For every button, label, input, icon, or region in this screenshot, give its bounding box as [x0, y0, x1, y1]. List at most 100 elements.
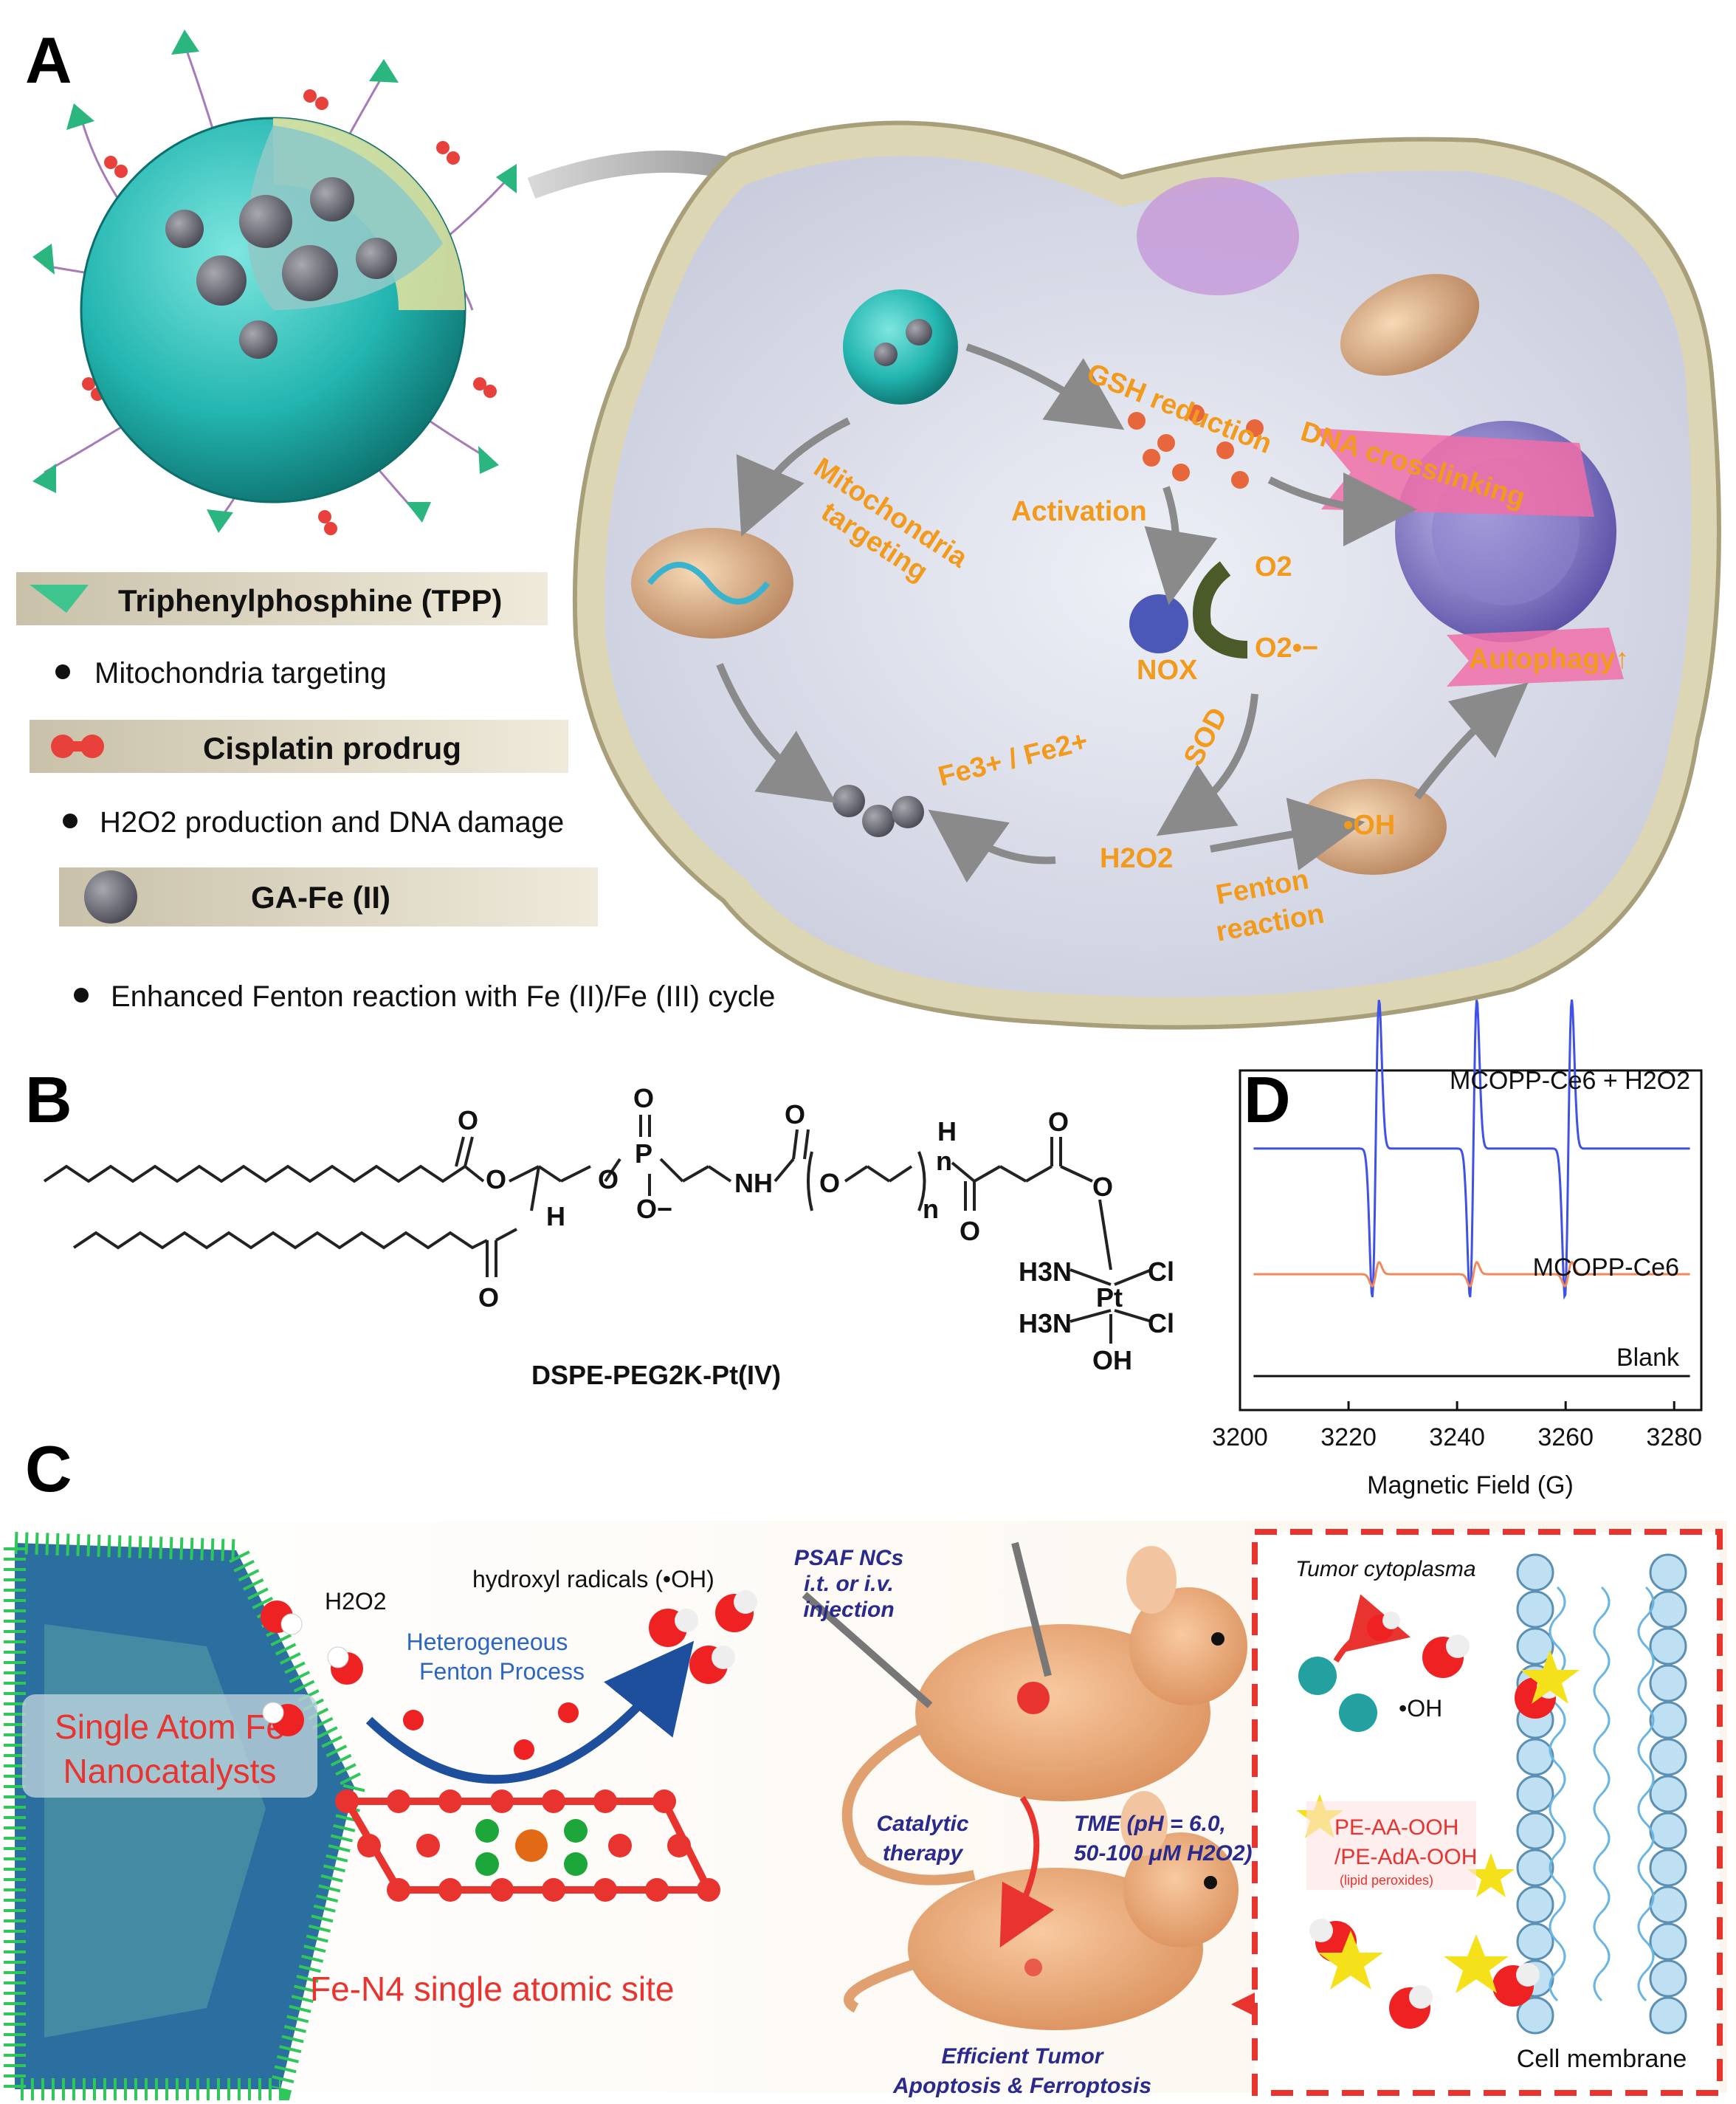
x-tick-label-4: 3280 [1646, 1423, 1702, 1451]
nanoparticle-icon [32, 30, 517, 535]
fe-n4-lattice-icon [335, 1790, 720, 1902]
h2o2-molecules-icon [261, 1601, 363, 1736]
svg-text:O: O [598, 1164, 619, 1194]
process-label-2: Fenton Process [419, 1658, 585, 1685]
mitochondria-icon [1340, 274, 1480, 376]
lipid-label-3: (lipid peroxides) [1340, 1873, 1433, 1888]
panel-letter-b: B [25, 1063, 72, 1136]
label-o2-radical: O2•− [1255, 633, 1318, 664]
mouse-injection-icon [802, 1541, 1247, 1885]
legend-bullet-tpp: Mitochondria targeting [94, 657, 387, 690]
cell-diagram: GSH reduction DNA crosslinking Mitochond… [572, 120, 1721, 1030]
svg-text:O: O [478, 1282, 499, 1313]
tumor-cytoplasm-label: Tumor cytoplasma [1295, 1557, 1476, 1581]
x-tick-label-1: 3220 [1320, 1423, 1377, 1451]
tumor-cytoplasm-box [1252, 1529, 1723, 2096]
catalyst-label-bg [22, 1694, 317, 1798]
svg-text:P: P [635, 1138, 652, 1169]
svg-text:O−: O− [636, 1194, 672, 1224]
legend-bullet-cisplatin: H2O2 production and DNA damage [100, 806, 564, 839]
autophagy-burst-icon [1447, 628, 1624, 687]
injection-label-3: injection [803, 1598, 894, 1622]
svg-text:H: H [937, 1116, 957, 1146]
h2o2-label: H2O2 [325, 1588, 387, 1615]
cisplatin-release-icon [1128, 405, 1264, 489]
label-o2: O2 [1255, 551, 1292, 582]
legend-bullet-gafe: Enhanced Fenton reaction with Fe (II)/Fe… [111, 980, 775, 1013]
hydroxyl-label: hydroxyl radicals (•OH) [472, 1566, 714, 1592]
injection-label-2: i.t. or i.v. [804, 1572, 894, 1596]
svg-text:NH: NH [734, 1168, 773, 1198]
series-line-1 [1253, 1260, 1690, 1288]
legend-a: Triphenylphosphine (TPP) Mitochondria ta… [16, 572, 775, 1013]
catalytic-label-1: Catalytic [876, 1812, 968, 1836]
svg-text:O: O [486, 1164, 506, 1194]
series-line-0 [1253, 999, 1690, 1300]
cisplatin-icon [51, 735, 104, 758]
catalyst-label-1: Single Atom Fe [55, 1708, 285, 1746]
svg-text:O: O [1048, 1107, 1069, 1137]
svg-text:n: n [923, 1194, 939, 1224]
panel-letter-d: D [1244, 1063, 1291, 1136]
oh-radicals-icon [403, 1590, 757, 1760]
svg-text:Pt: Pt [1096, 1282, 1123, 1313]
catalytic-label-2: therapy [883, 1841, 964, 1866]
svg-text:O: O [633, 1083, 654, 1113]
outcome-label-1: Efficient Tumor [942, 2044, 1105, 2069]
x-axis-label: Magnetic Field (G) [1367, 1471, 1574, 1499]
injection-label-1: PSAF NCs [794, 1546, 903, 1570]
svg-text:Cl: Cl [1148, 1308, 1174, 1338]
svg-text:OH: OH [1092, 1345, 1132, 1375]
tme-label-1: TME (pH = 6.0, [1074, 1812, 1226, 1836]
lipid-label-1: PE-AA-OOH [1334, 1815, 1458, 1840]
therapy-arrow-icon [999, 1795, 1055, 1948]
fenton-arrow-icon [365, 1640, 695, 1784]
outcome-label-2: Apoptosis & Ferroptosis [892, 2074, 1151, 2098]
label-activation: Activation [1011, 496, 1147, 527]
svg-text:O: O [819, 1168, 840, 1198]
dspe-atom-labels: O O H O O P O− NH O O n H n O O O H3N Cl… [458, 1083, 1174, 1375]
x-tick-label-2: 3240 [1429, 1423, 1485, 1451]
cell-nanoparticle-icon [843, 289, 958, 405]
dspe-structure [43, 1115, 1152, 1344]
series-label-2: Blank [1616, 1344, 1680, 1372]
chart-frame [1239, 1069, 1703, 1412]
panel-letter-a: A [25, 24, 72, 97]
redox-arrow-icon [1193, 561, 1248, 659]
svg-text:H3N: H3N [1019, 1308, 1072, 1338]
legend-title-cisplatin: Cisplatin prodrug [203, 731, 461, 766]
panel-letter-c: C [25, 1432, 72, 1505]
ga-fe-icon [84, 870, 137, 924]
nox-icon [1129, 594, 1188, 653]
process-label-1: Heterogeneous [407, 1629, 568, 1655]
svg-text:n: n [936, 1146, 952, 1176]
x-tick-label-0: 3200 [1212, 1423, 1268, 1451]
svg-text:Cl: Cl [1148, 1256, 1174, 1287]
svg-text:O: O [960, 1216, 980, 1246]
cell-membrane-label: Cell membrane [1517, 2045, 1687, 2073]
series-label-0: MCOPP-Ce6 + H2O2 [1450, 1067, 1690, 1095]
nanocatalyst-icon [1298, 1657, 1337, 1695]
tpp-icon [30, 585, 89, 613]
mouse-treated-icon [844, 1791, 1239, 2030]
x-tick-label-3: 3260 [1537, 1423, 1594, 1451]
label-nox: NOX [1137, 655, 1198, 686]
svg-text:O: O [1092, 1172, 1113, 1202]
svg-text:O: O [458, 1105, 478, 1135]
dspe-name: DSPE-PEG2K-Pt(IV) [531, 1360, 781, 1390]
organelle-icon [1137, 177, 1299, 295]
legend-title-tpp: Triphenylphosphine (TPP) [118, 583, 502, 618]
cytoplasm-oh-label: •OH [1399, 1695, 1442, 1722]
svg-text:H: H [546, 1201, 565, 1231]
lipid-label-2: /PE-AdA-OOH [1334, 1845, 1477, 1869]
tme-label-2: 50-100 μM H2O2) [1074, 1841, 1253, 1866]
label-h2o2: H2O2 [1100, 843, 1173, 874]
label-oh: •OH [1343, 810, 1395, 841]
label-autophagy: Autophagy↑ [1469, 644, 1629, 675]
series-label-1: MCOPP-Ce6 [1533, 1254, 1679, 1282]
gafe-particle-icon [833, 785, 865, 817]
catalyst-label-2: Nanocatalysts [63, 1752, 277, 1790]
svg-text:O: O [785, 1099, 805, 1130]
